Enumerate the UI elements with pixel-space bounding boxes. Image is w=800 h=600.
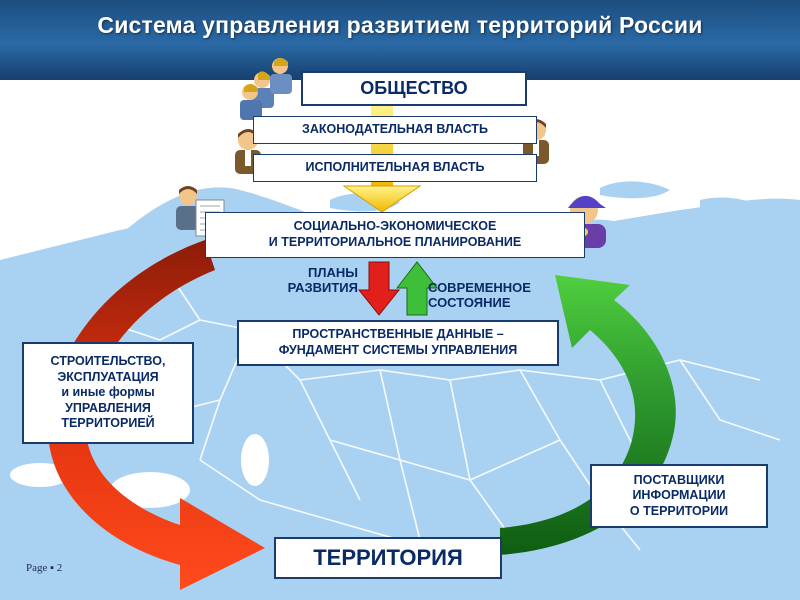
box-society: ОБЩЕСТВО — [301, 71, 527, 106]
box-executive-power: ИСПОЛНИТЕЛЬНАЯ ВЛАСТЬ — [253, 154, 537, 182]
box-spatial-data: ПРОСТРАНСТВЕННЫЕ ДАННЫЕ – ФУНДАМЕНТ СИСТ… — [237, 320, 559, 366]
label-development-plans: ПЛАНЫ РАЗВИТИЯ — [287, 265, 358, 295]
yellow-down-arrow — [342, 185, 422, 213]
title-bar: Система управления развитием территорий … — [0, 0, 800, 80]
box-construction: СТРОИТЕЛЬСТВО, ЭКСПЛУАТАЦИЯ и иные формы… — [22, 342, 194, 444]
label-current-state: СОВРЕМЕННОЕ СОСТОЯНИЕ — [428, 280, 531, 310]
people-group-icon — [240, 58, 292, 120]
red-curved-arrow — [47, 240, 265, 590]
box-planning: СОЦИАЛЬНО-ЭКОНОМИЧЕСКОЕ И ТЕРРИТОРИАЛЬНО… — [205, 212, 585, 258]
green-up-arrow — [395, 261, 439, 316]
box-legislative-power: ЗАКОНОДАТЕЛЬНАЯ ВЛАСТЬ — [253, 116, 537, 144]
page-number: Page ▪ 2 — [26, 562, 63, 574]
page-title: Система управления развитием территорий … — [97, 12, 703, 38]
box-information-suppliers: ПОСТАВЩИКИ ИНФОРМАЦИИ О ТЕРРИТОРИИ — [590, 464, 768, 528]
red-down-arrow — [357, 261, 401, 316]
box-territory: ТЕРРИТОРИЯ — [274, 537, 502, 579]
